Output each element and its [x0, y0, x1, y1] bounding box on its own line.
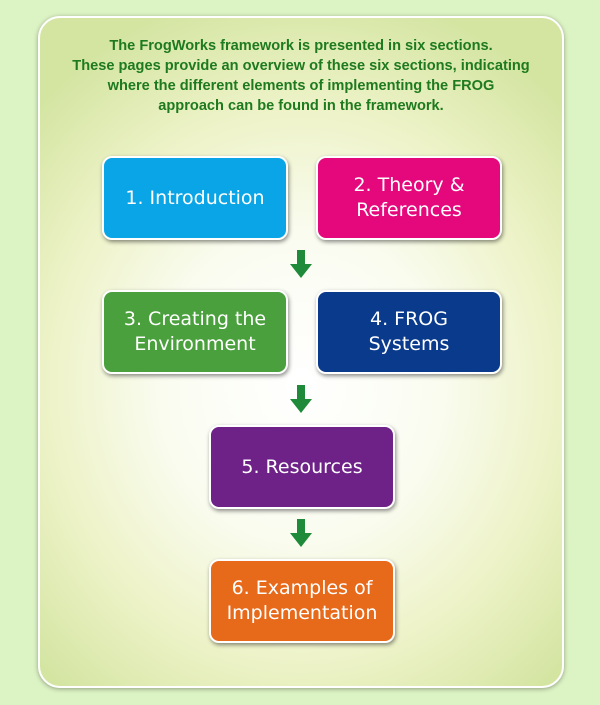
intro-line: approach can be found in the framework.: [158, 98, 444, 114]
section-resources-box[interactable]: 5. Resources: [209, 425, 395, 509]
intro-text: The FrogWorks framework is presented in …: [55, 36, 547, 116]
section-label: 5. Resources: [241, 455, 363, 478]
section-label: Implementation: [226, 602, 378, 624]
section-label: 4. FROG: [370, 308, 448, 330]
section-label: 1. Introduction: [125, 186, 265, 209]
intro-line: These pages provide an overview of these…: [72, 58, 530, 74]
section-creating-environment-box[interactable]: 3. Creating the Environment: [102, 290, 288, 374]
section-theory-references-box[interactable]: 2. Theory & References: [316, 156, 502, 240]
section-label: Environment: [134, 333, 256, 355]
section-label: References: [356, 199, 462, 221]
section-frog-systems-box[interactable]: 4. FROG Systems: [316, 290, 502, 374]
arrow-down-icon: [290, 385, 312, 413]
intro-line: The FrogWorks framework is presented in …: [109, 38, 493, 54]
section-label: 6. Examples of: [231, 577, 373, 599]
section-label: 3. Creating the: [123, 308, 267, 330]
arrow-shape: [290, 385, 312, 413]
section-label: 2. Theory &: [353, 174, 465, 196]
arrow-down-icon: [290, 250, 312, 278]
section-examples-box[interactable]: 6. Examples of Implementation: [209, 559, 395, 643]
intro-line: where the different elements of implemen…: [107, 78, 495, 94]
section-introduction-box[interactable]: 1. Introduction: [102, 156, 288, 240]
section-label: Systems: [368, 333, 450, 355]
arrow-shape: [290, 519, 312, 547]
arrow-shape: [290, 250, 312, 278]
arrow-down-icon: [290, 519, 312, 547]
